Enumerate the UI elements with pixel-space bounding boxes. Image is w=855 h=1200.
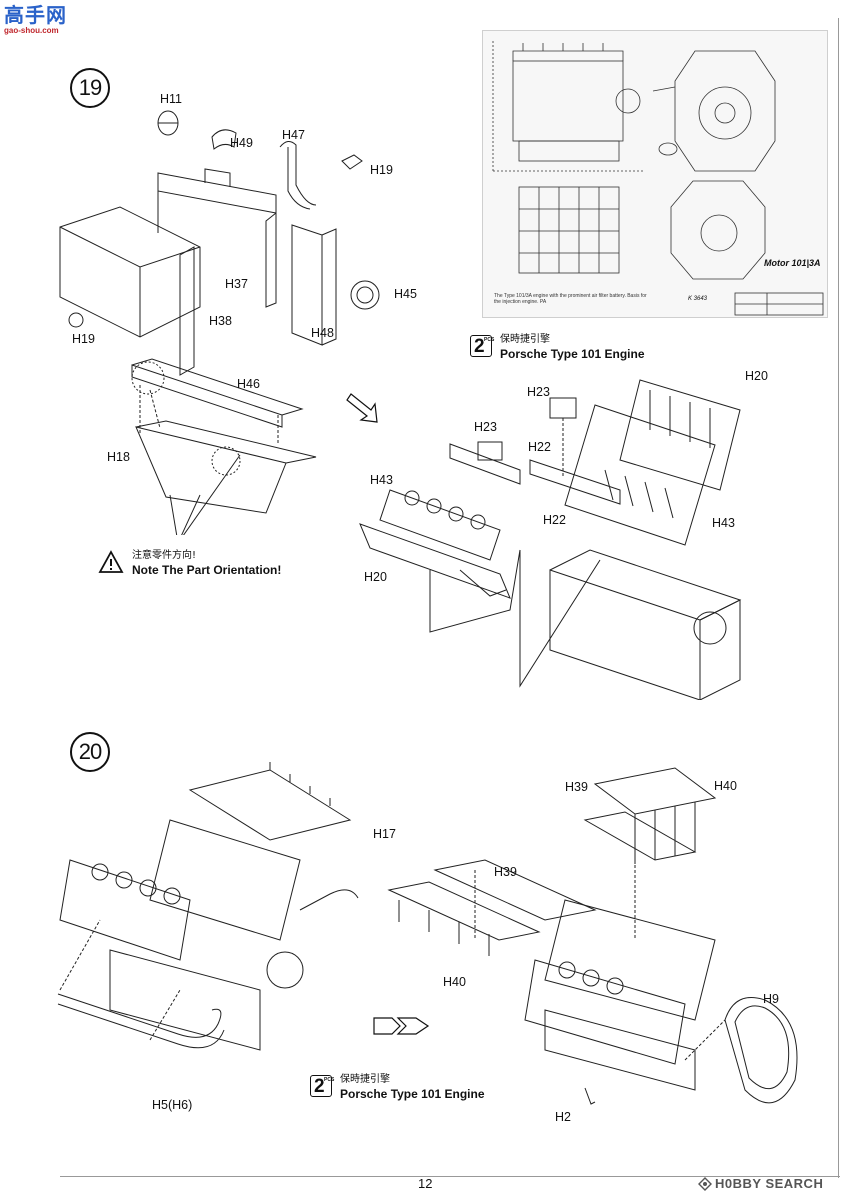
label-h20-left: H20 — [364, 570, 387, 584]
site-logo: 高手网 gao-shou.com — [4, 4, 70, 36]
pcs-unit-2: PCS — [324, 1076, 335, 1083]
step-20-right-drawing — [387, 767, 798, 1105]
pcs-title-cn-2: 保時捷引擎 — [340, 1074, 390, 1085]
label-h48: H48 — [311, 326, 334, 340]
label-h22-top: H22 — [528, 440, 551, 454]
label-h45: H45 — [394, 287, 417, 301]
label-h22-bottom: H22 — [543, 513, 566, 527]
label-h40-left: H40 — [443, 975, 466, 989]
label-h38: H38 — [209, 314, 232, 328]
double-arrow-right-icon — [373, 1017, 430, 1035]
watermark-text: H0BBY SEARCH — [715, 1176, 824, 1191]
label-h46: H46 — [237, 377, 260, 391]
pcs-count-2: 2 — [314, 1075, 325, 1097]
label-h17: H17 — [373, 827, 396, 841]
pcs-count-box: 2 PCS — [470, 334, 495, 357]
label-h11: H11 — [160, 92, 183, 106]
site-logo-text: 高手网 — [4, 3, 67, 27]
orientation-note-en: Note The Part Orientation! — [132, 563, 282, 577]
motor-label: Motor 101|3A — [764, 258, 821, 268]
engine-assembly-drawing — [359, 379, 742, 700]
pcs-unit: PCS — [484, 336, 495, 343]
label-h9: H9 — [763, 992, 779, 1006]
label-h20-right: H20 — [745, 369, 768, 383]
step-20-number: 20 — [70, 732, 110, 772]
page-number: 12 — [418, 1176, 433, 1191]
label-h40-top: H40 — [714, 779, 737, 793]
label-h19-left: H19 — [72, 332, 95, 346]
label-h23-mid: H23 — [474, 420, 497, 434]
reference-blueprint — [482, 30, 828, 318]
step-19-number: 19 — [70, 68, 110, 108]
page-border-bottom — [60, 1176, 840, 1177]
drawing-number: K 3643 — [688, 296, 708, 302]
orientation-note-cn: 注意零件方向! — [132, 550, 197, 561]
label-h23-top: H23 — [527, 385, 550, 399]
pcs-count: 2 — [474, 335, 485, 357]
label-h37: H37 — [225, 277, 248, 291]
pcs-count-box-2: 2 PCS — [310, 1074, 335, 1097]
label-h19-top: H19 — [370, 163, 393, 177]
pcs-title-en-2: Porsche Type 101 Engine — [340, 1087, 485, 1101]
label-h2: H2 — [555, 1110, 571, 1124]
orientation-note: 注意零件方向! Note The Part Orientation! — [98, 546, 281, 577]
label-h18: H18 — [107, 450, 130, 464]
page-border-right — [838, 18, 839, 1178]
pcs-title-en: Porsche Type 101 Engine — [500, 347, 645, 361]
label-h5-h6: H5(H6) — [152, 1098, 193, 1112]
hobbysearch-logo-icon — [698, 1176, 712, 1191]
label-h43-right: H43 — [712, 516, 735, 530]
pcs-title-cn: 保時捷引擎 — [500, 334, 550, 345]
label-h39-top: H39 — [565, 780, 588, 794]
label-h39-left: H39 — [494, 865, 517, 879]
watermark: H0BBY SEARCH — [698, 1176, 823, 1191]
step-20-left-drawing — [57, 762, 359, 1051]
label-h49: H49 — [230, 136, 253, 150]
reference-caption: The Type 101/3A engine with the prominen… — [494, 293, 647, 305]
step-20-pcs-badge: 2 PCS 保時捷引擎 Porsche Type 101 Engine — [310, 1070, 485, 1101]
site-logo-url: gao-shou.com — [4, 26, 59, 35]
reference-pcs-badge: 2 PCS 保時捷引擎 Porsche Type 101 Engine — [470, 330, 645, 361]
step-19-assembly-drawing — [59, 110, 380, 535]
warning-icon — [98, 549, 124, 573]
label-h43-left: H43 — [370, 473, 393, 487]
arrow-right-down-icon — [346, 393, 378, 423]
blueprint-drawing — [492, 41, 824, 316]
label-h47: H47 — [282, 128, 305, 142]
